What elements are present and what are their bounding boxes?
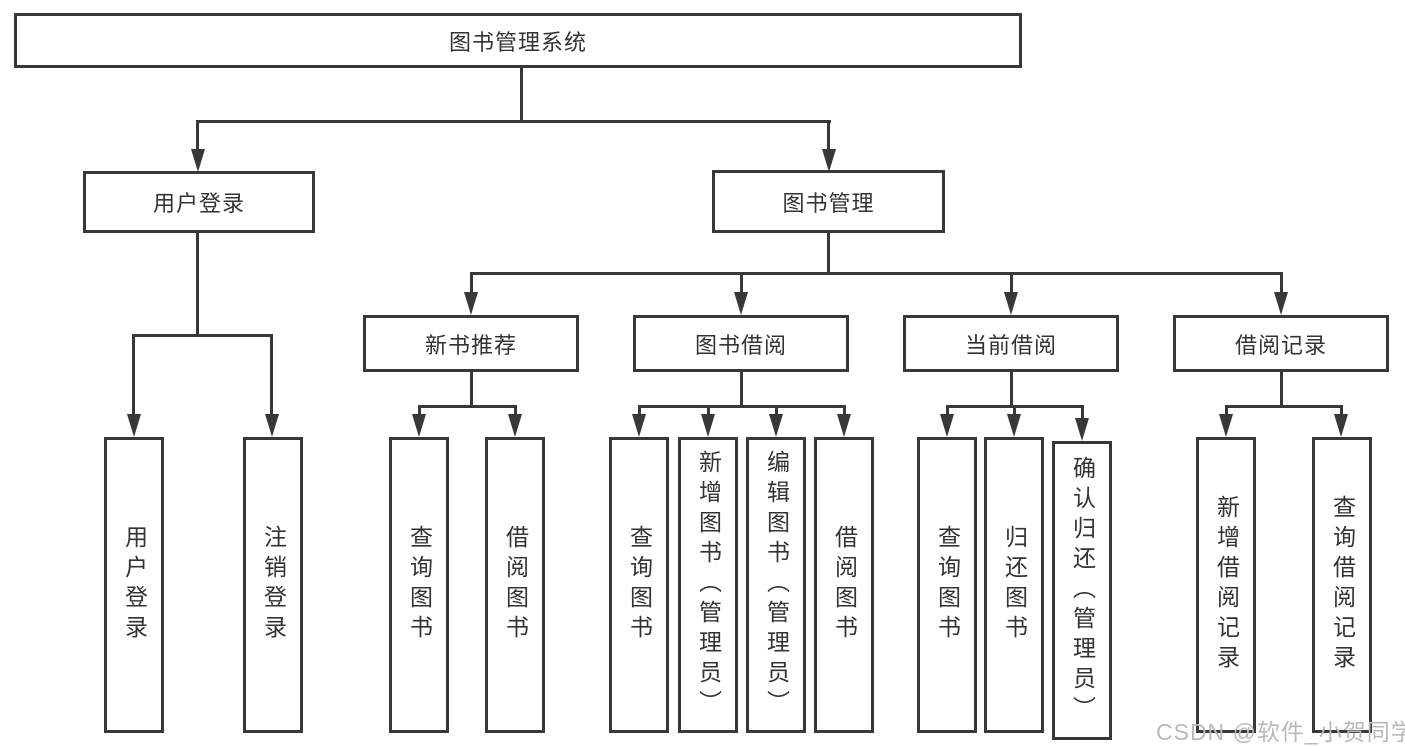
- connector-vline: [418, 405, 421, 417]
- connector-vline: [520, 68, 523, 120]
- arrowhead-down-icon: [940, 414, 954, 437]
- connector-vline: [470, 372, 473, 408]
- connector-hline: [638, 405, 846, 408]
- connector-vline: [1280, 372, 1283, 408]
- connector-vline: [132, 334, 135, 416]
- connector-hline: [470, 272, 1283, 275]
- connector-vline: [843, 405, 846, 417]
- connector-vline: [1081, 405, 1084, 421]
- arrowhead-down-icon: [412, 414, 426, 437]
- node-borrow-records-label: 借阅记录: [1234, 332, 1327, 358]
- connector-vline: [1010, 372, 1013, 408]
- node-borrow-records: 借阅记录: [1173, 315, 1389, 372]
- node-current-borrow: 当前借阅: [903, 315, 1119, 372]
- csdn-watermark: CSDN @软件_小贺同学: [1156, 719, 1405, 745]
- arrowhead-down-icon: [734, 292, 748, 315]
- connector-vline: [827, 120, 830, 152]
- leaf-query-books-borrow: 查询图书: [609, 437, 669, 733]
- arrowhead-down-icon: [191, 149, 205, 172]
- arrowhead-down-icon: [127, 414, 141, 437]
- connector-vline: [470, 272, 473, 296]
- leaf-return-books: 归还图书: [984, 437, 1044, 733]
- arrowhead-down-icon: [265, 414, 279, 437]
- leaf-add-books-admin-label: 新增图书（管理员）: [695, 450, 722, 720]
- leaf-query-books-current: 查询图书: [917, 437, 977, 733]
- leaf-add-borrow-record: 新增借阅记录: [1196, 437, 1256, 733]
- leaf-logout-label: 注销登录: [260, 525, 287, 645]
- leaf-query-borrow-record-label: 查询借阅记录: [1329, 495, 1356, 675]
- leaf-borrow-books: 借阅图书: [814, 437, 874, 733]
- leaf-return-books-label: 归还图书: [1001, 525, 1028, 645]
- connector-vline: [196, 233, 199, 337]
- node-new-book-recommend: 新书推荐: [363, 315, 579, 372]
- arrowhead-down-icon: [837, 414, 851, 437]
- connector-vline: [196, 120, 199, 152]
- leaf-edit-books-admin-label: 编辑图书（管理员）: [763, 450, 790, 720]
- arrowhead-down-icon: [508, 414, 522, 437]
- arrowhead-down-icon: [1334, 414, 1348, 437]
- connector-hline: [1225, 405, 1343, 408]
- arrowhead-down-icon: [822, 149, 836, 172]
- leaf-borrow-books-label: 借阅图书: [831, 525, 858, 645]
- connector-hline: [418, 405, 517, 408]
- connector-vline: [270, 334, 273, 416]
- leaf-borrow-books-recommend-label: 借阅图书: [502, 525, 529, 645]
- leaf-query-books-recommend-label: 查询图书: [406, 525, 433, 645]
- connector-vline: [1010, 272, 1013, 296]
- arrowhead-down-icon: [464, 292, 478, 315]
- node-book-management: 图书管理: [712, 170, 945, 233]
- arrowhead-down-icon: [701, 414, 715, 437]
- node-root: 图书管理系统: [14, 13, 1022, 68]
- connector-vline: [1225, 405, 1228, 417]
- connector-vline: [740, 272, 743, 296]
- connector-vline: [638, 405, 641, 417]
- node-book-management-label: 图书管理: [782, 190, 875, 216]
- node-new-book-recommend-label: 新书推荐: [424, 332, 517, 358]
- node-book-borrow-label: 图书借阅: [694, 332, 787, 358]
- arrowhead-down-icon: [1219, 414, 1233, 437]
- arrowhead-down-icon: [632, 414, 646, 437]
- leaf-query-books-borrow-label: 查询图书: [626, 525, 653, 645]
- leaf-query-books-current-label: 查询图书: [934, 525, 961, 645]
- connector-vline: [740, 372, 743, 408]
- node-user-login: 用户登录: [83, 171, 315, 233]
- connector-vline: [1013, 405, 1016, 417]
- leaf-confirm-return-admin-label: 确认归还（管理员）: [1069, 455, 1096, 726]
- connector-vline: [514, 405, 517, 417]
- connector-vline: [946, 405, 949, 417]
- leaf-user-login-label: 用户登录: [121, 525, 148, 645]
- connector-vline: [1280, 272, 1283, 296]
- node-root-label: 图书管理系统: [448, 29, 587, 55]
- leaf-edit-books-admin: 编辑图书（管理员）: [746, 437, 806, 733]
- arrowhead-down-icon: [1004, 292, 1018, 315]
- leaf-query-borrow-record: 查询借阅记录: [1312, 437, 1372, 733]
- leaf-query-books-recommend: 查询图书: [389, 437, 449, 733]
- leaf-add-borrow-record-label: 新增借阅记录: [1213, 495, 1240, 675]
- node-book-borrow: 图书借阅: [633, 315, 849, 372]
- leaf-confirm-return-admin: 确认归还（管理员）: [1052, 441, 1112, 740]
- connector-hline: [132, 334, 273, 337]
- leaf-borrow-books-recommend: 借阅图书: [485, 437, 545, 733]
- node-user-login-label: 用户登录: [152, 191, 245, 216]
- connector-vline: [707, 405, 710, 417]
- connector-vline: [775, 405, 778, 417]
- connector-hline: [196, 120, 831, 123]
- arrowhead-down-icon: [1007, 414, 1021, 437]
- connector-vline: [827, 233, 830, 275]
- arrowhead-down-icon: [769, 414, 783, 437]
- arrowhead-down-icon: [1274, 292, 1288, 315]
- connector-vline: [1340, 405, 1343, 417]
- node-current-borrow-label: 当前借阅: [964, 332, 1057, 358]
- arrowhead-down-icon: [1075, 418, 1089, 441]
- leaf-logout: 注销登录: [243, 437, 303, 733]
- leaf-user-login: 用户登录: [104, 437, 164, 733]
- leaf-add-books-admin: 新增图书（管理员）: [678, 437, 738, 733]
